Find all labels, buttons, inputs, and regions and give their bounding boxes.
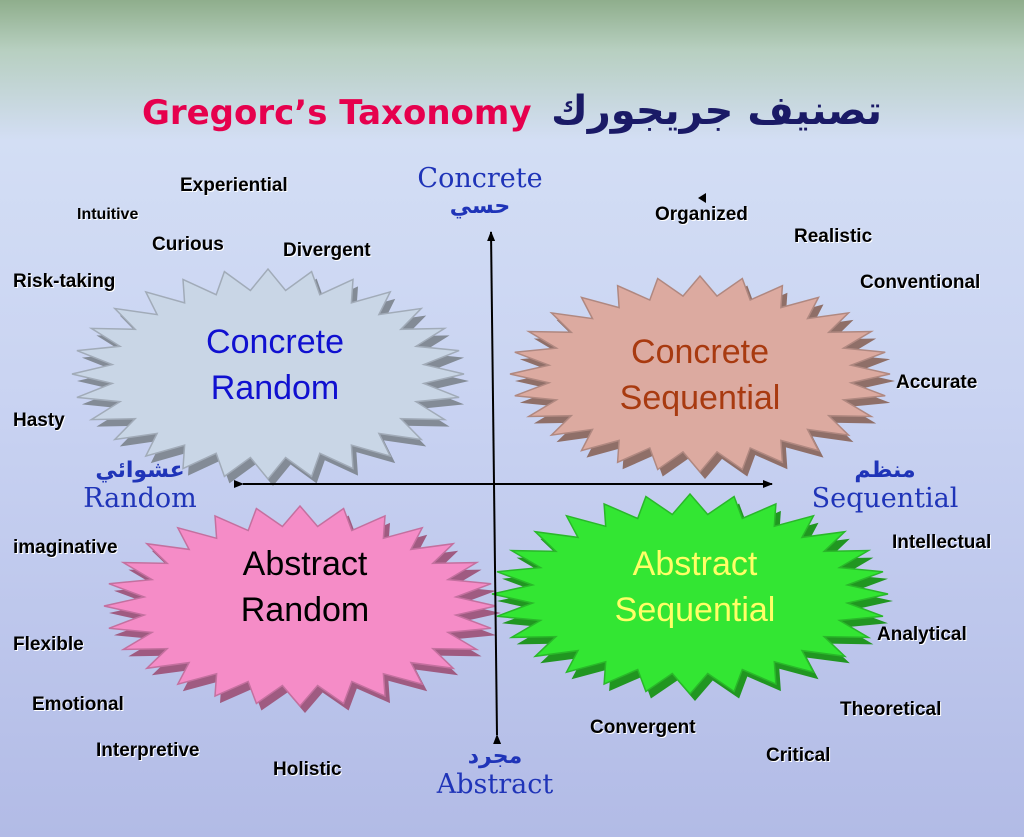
trait-organized: Organized <box>655 204 748 225</box>
quadrant-label-concrete-random: Concrete Random <box>170 320 380 412</box>
quadrant-label-abstract-sequential: Abstract Sequential <box>570 542 820 634</box>
trait-emotional: Emotional <box>32 694 124 715</box>
quadrant-label-concrete-sequential: Concrete Sequential <box>575 330 825 422</box>
trait-intellectual: Intellectual <box>892 532 992 553</box>
trait-risk-taking: Risk-taking <box>13 271 116 292</box>
axis-right-arabic: منظم <box>854 458 916 483</box>
quadrant-line: Random <box>210 368 340 407</box>
axis-right-label: Sequential <box>811 483 959 515</box>
trait-analytical: Analytical <box>877 624 967 645</box>
quadrant-line: Random <box>240 590 370 629</box>
trait-critical: Critical <box>766 745 831 766</box>
trait-realistic: Realistic <box>794 226 873 247</box>
quadrant-line: Sequential <box>614 590 776 629</box>
title-arabic: تصنيف جريجورك <box>551 88 883 134</box>
trait-accurate: Accurate <box>896 372 978 393</box>
quadrant-line: Abstract <box>632 545 758 583</box>
axis-label-abstract: مجرد Abstract <box>420 744 570 800</box>
burst-concrete-random <box>71 267 465 481</box>
page-title: Gregorc’s Taxonomy تصنيف جريجورك <box>0 88 1024 134</box>
trait-experiential: Experiential <box>180 175 288 196</box>
title-english: Gregorc’s Taxonomy <box>141 93 532 133</box>
trait-hasty: Hasty <box>13 410 65 431</box>
axis-left-label: Random <box>83 483 197 515</box>
trait-holistic: Holistic <box>273 759 342 780</box>
axis-top-label: Concrete <box>417 163 543 194</box>
quadrant-line: Concrete <box>206 323 344 361</box>
quadrant-line: Sequential <box>619 378 781 417</box>
trait-intuitive: Intuitive <box>77 206 139 223</box>
burst-abstract-random <box>103 504 497 708</box>
trait-curious: Curious <box>152 234 224 255</box>
quadrant-label-abstract-random: Abstract Random <box>200 542 410 634</box>
trait-conventional: Conventional <box>860 272 981 293</box>
axis-bottom-arabic: مجرد <box>467 744 523 769</box>
axis-label-sequential: منظم Sequential <box>805 458 965 514</box>
trait-theoretical: Theoretical <box>840 699 942 720</box>
axis-left-arabic: عشوائي <box>95 458 185 483</box>
axis-label-random: عشوائي Random <box>60 458 220 514</box>
small-arrowhead-icon <box>698 193 706 203</box>
trait-interpretive: Interpretive <box>96 740 200 761</box>
trait-divergent: Divergent <box>283 240 371 261</box>
axis-label-concrete: Concrete حسي <box>405 163 555 219</box>
quadrant-line: Abstract <box>242 545 368 583</box>
axis-top-arabic: حسي <box>449 194 511 220</box>
axis-bottom-label: Abstract <box>436 769 554 801</box>
trait-flexible: Flexible <box>13 634 84 655</box>
burst-concrete-sequential <box>509 274 891 474</box>
trait-imaginative: imaginative <box>13 537 118 558</box>
trait-convergent: Convergent <box>590 717 696 738</box>
quadrant-line: Concrete <box>631 333 769 371</box>
